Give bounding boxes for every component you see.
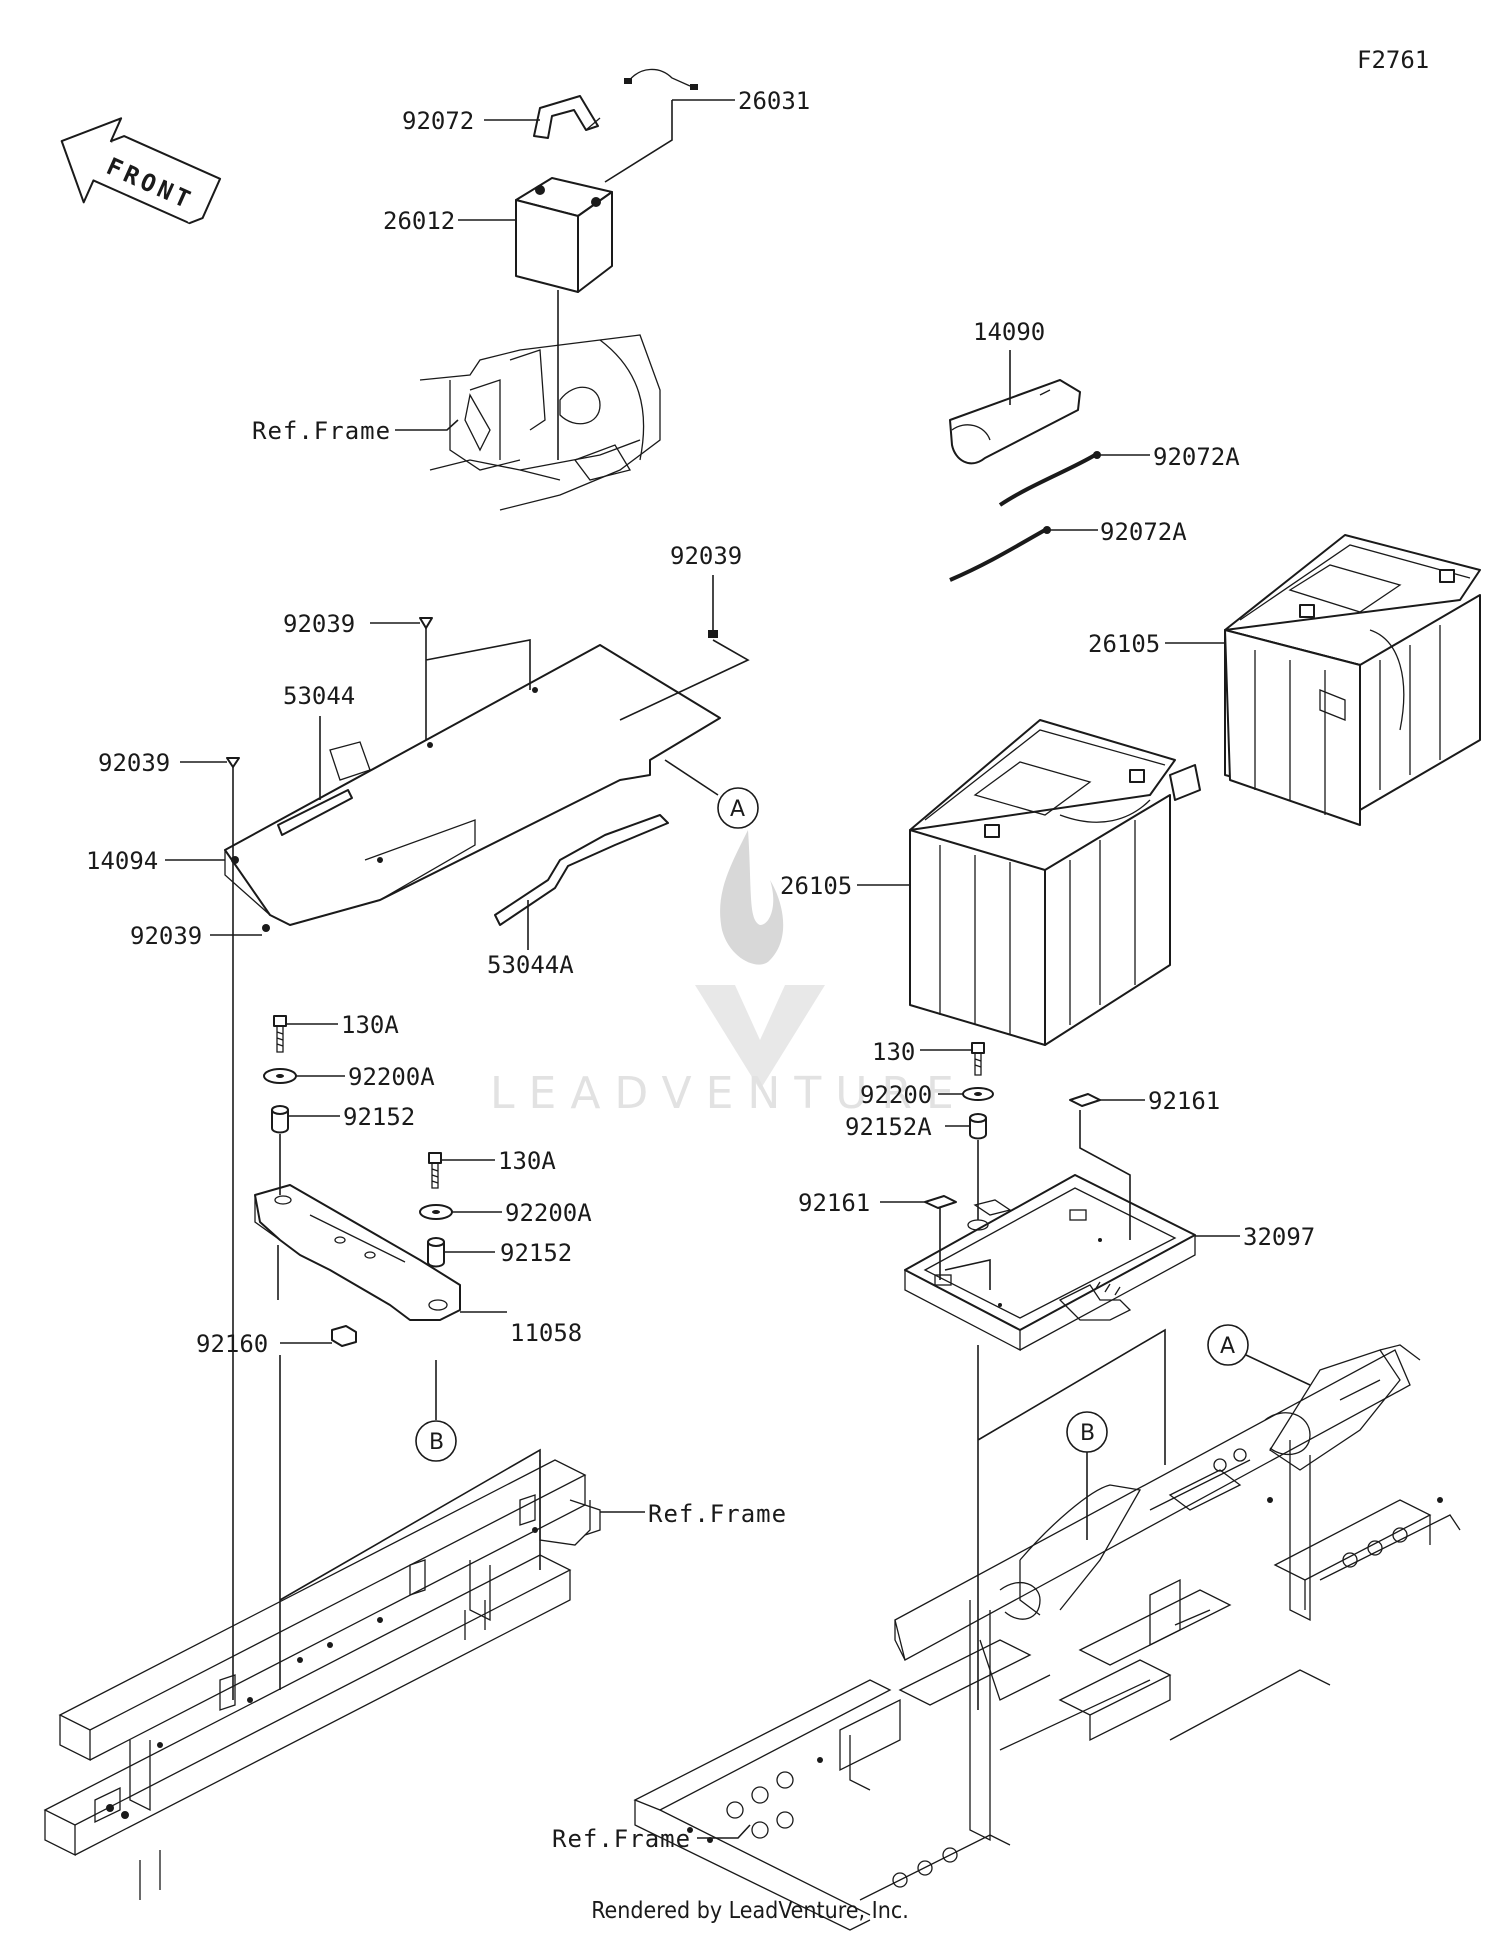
label-92200A-2: 92200A: [505, 1199, 592, 1227]
label-26105-2: 26105: [780, 872, 852, 900]
label-ref-frame-1: Ref.Frame: [252, 417, 391, 445]
label-26012: 26012: [383, 207, 455, 235]
callout-b-right: B: [1066, 1411, 1108, 1453]
rivet-92039-mid: [419, 617, 433, 629]
leader-92039-top: [619, 575, 750, 721]
strip-53044A: [494, 814, 669, 926]
bolt-130: [971, 1042, 985, 1076]
label-26031: 26031: [738, 87, 810, 115]
label-ref-frame-3: Ref.Frame: [552, 1825, 691, 1853]
leader-drop-92161-top: [1079, 1110, 1131, 1240]
rivet-92039-low: [262, 924, 270, 932]
label-130A-1: 130A: [341, 1011, 399, 1039]
front-arrow-icon: FRONT: [60, 117, 222, 225]
leader-tray-to-frame: [977, 1328, 1166, 1710]
leader-callout-a-left: [664, 759, 719, 796]
callout-b-left: B: [415, 1420, 457, 1462]
callout-a-right: A: [1207, 1324, 1249, 1366]
collar-92152A: [969, 1113, 987, 1140]
callout-a-left-text: A: [730, 797, 745, 822]
bolt-130A-1: [273, 1015, 287, 1053]
label-92039-mid: 92039: [283, 610, 355, 638]
label-92072A-2: 92072A: [1100, 518, 1187, 546]
label-92200A-1: 92200A: [348, 1063, 435, 1091]
frame-lower-right: [633, 1344, 1461, 1931]
leader-ref-frame-1: [395, 419, 459, 431]
label-14090: 14090: [973, 318, 1045, 346]
leader-92039-mid: [370, 622, 531, 740]
watermark-logo: [695, 830, 825, 1090]
label-26105-1: 26105: [1088, 630, 1160, 658]
label-92039-top: 92039: [670, 542, 742, 570]
cover-14094: [224, 644, 721, 926]
collar-92152-2: [427, 1237, 445, 1268]
bolt-130A-2: [428, 1152, 442, 1189]
label-92161-1: 92161: [1148, 1087, 1220, 1115]
label-14094: 14094: [86, 847, 158, 875]
rivet-92039-top: [708, 630, 718, 638]
pad-92161-left: [924, 1195, 957, 1209]
label-92161-2: 92161: [798, 1189, 870, 1217]
callout-b-right-text: B: [1080, 1421, 1095, 1446]
cable-tie-92072A-2: [949, 526, 1051, 582]
label-130A-2: 130A: [498, 1147, 556, 1175]
pad-92161-top: [1069, 1093, 1101, 1107]
callout-a-right-text: A: [1220, 1334, 1235, 1359]
frame-detail-top: [419, 334, 661, 511]
label-ref-frame-2: Ref.Frame: [648, 1500, 787, 1528]
label-92039-left: 92039: [98, 749, 170, 777]
battery-26105-rear: [1224, 534, 1481, 826]
label-92072A-1: 92072A: [1153, 443, 1240, 471]
label-92152-2: 92152: [500, 1239, 572, 1267]
battery-clamp-92072: [533, 95, 601, 139]
callout-b-left-text: B: [429, 1430, 444, 1455]
battery-26012: [515, 177, 613, 293]
battery-lead-26031: [624, 68, 698, 90]
label-92160: 92160: [196, 1330, 268, 1358]
collar-92152-1: [271, 1105, 289, 1134]
label-92152A: 92152A: [845, 1113, 932, 1141]
label-53044A: 53044A: [487, 951, 574, 979]
bracket-11058: [254, 1184, 461, 1321]
tray-32097: [904, 1174, 1196, 1352]
label-92200: 92200: [860, 1081, 932, 1109]
label-92152-1: 92152: [343, 1103, 415, 1131]
diagram-code: F2761: [1357, 46, 1429, 74]
frame-lower-left: [43, 1459, 601, 1900]
callout-a-left: A: [717, 787, 759, 829]
label-130: 130: [872, 1038, 915, 1066]
rivet-92039-left: [226, 757, 240, 768]
washer-92200A-1: [263, 1068, 297, 1084]
label-32097: 32097: [1243, 1223, 1315, 1251]
strip-53044: [277, 789, 353, 836]
leader-callout-a-right: [1245, 1354, 1311, 1386]
washer-92200A-2: [419, 1204, 453, 1220]
label-53044: 53044: [283, 682, 355, 710]
label-92039-low: 92039: [130, 922, 202, 950]
leader-ref-frame-3: [697, 1824, 751, 1839]
battery-26105-front: [909, 719, 1201, 1046]
label-92072: 92072: [402, 107, 474, 135]
cable-tie-92072A-1: [998, 451, 1101, 507]
watermark-text: LEADVENTURE: [490, 1068, 968, 1119]
label-11058: 11058: [510, 1319, 582, 1347]
nut-92160: [331, 1325, 357, 1347]
boot-14090: [949, 379, 1081, 465]
footer-credit: Rendered by LeadVenture, Inc.: [591, 1898, 909, 1924]
leader-92039-left: [180, 761, 234, 1700]
washer-92200: [962, 1087, 994, 1101]
leader-drop-92161-left: [939, 1208, 991, 1290]
leader-26031b: [604, 100, 673, 183]
